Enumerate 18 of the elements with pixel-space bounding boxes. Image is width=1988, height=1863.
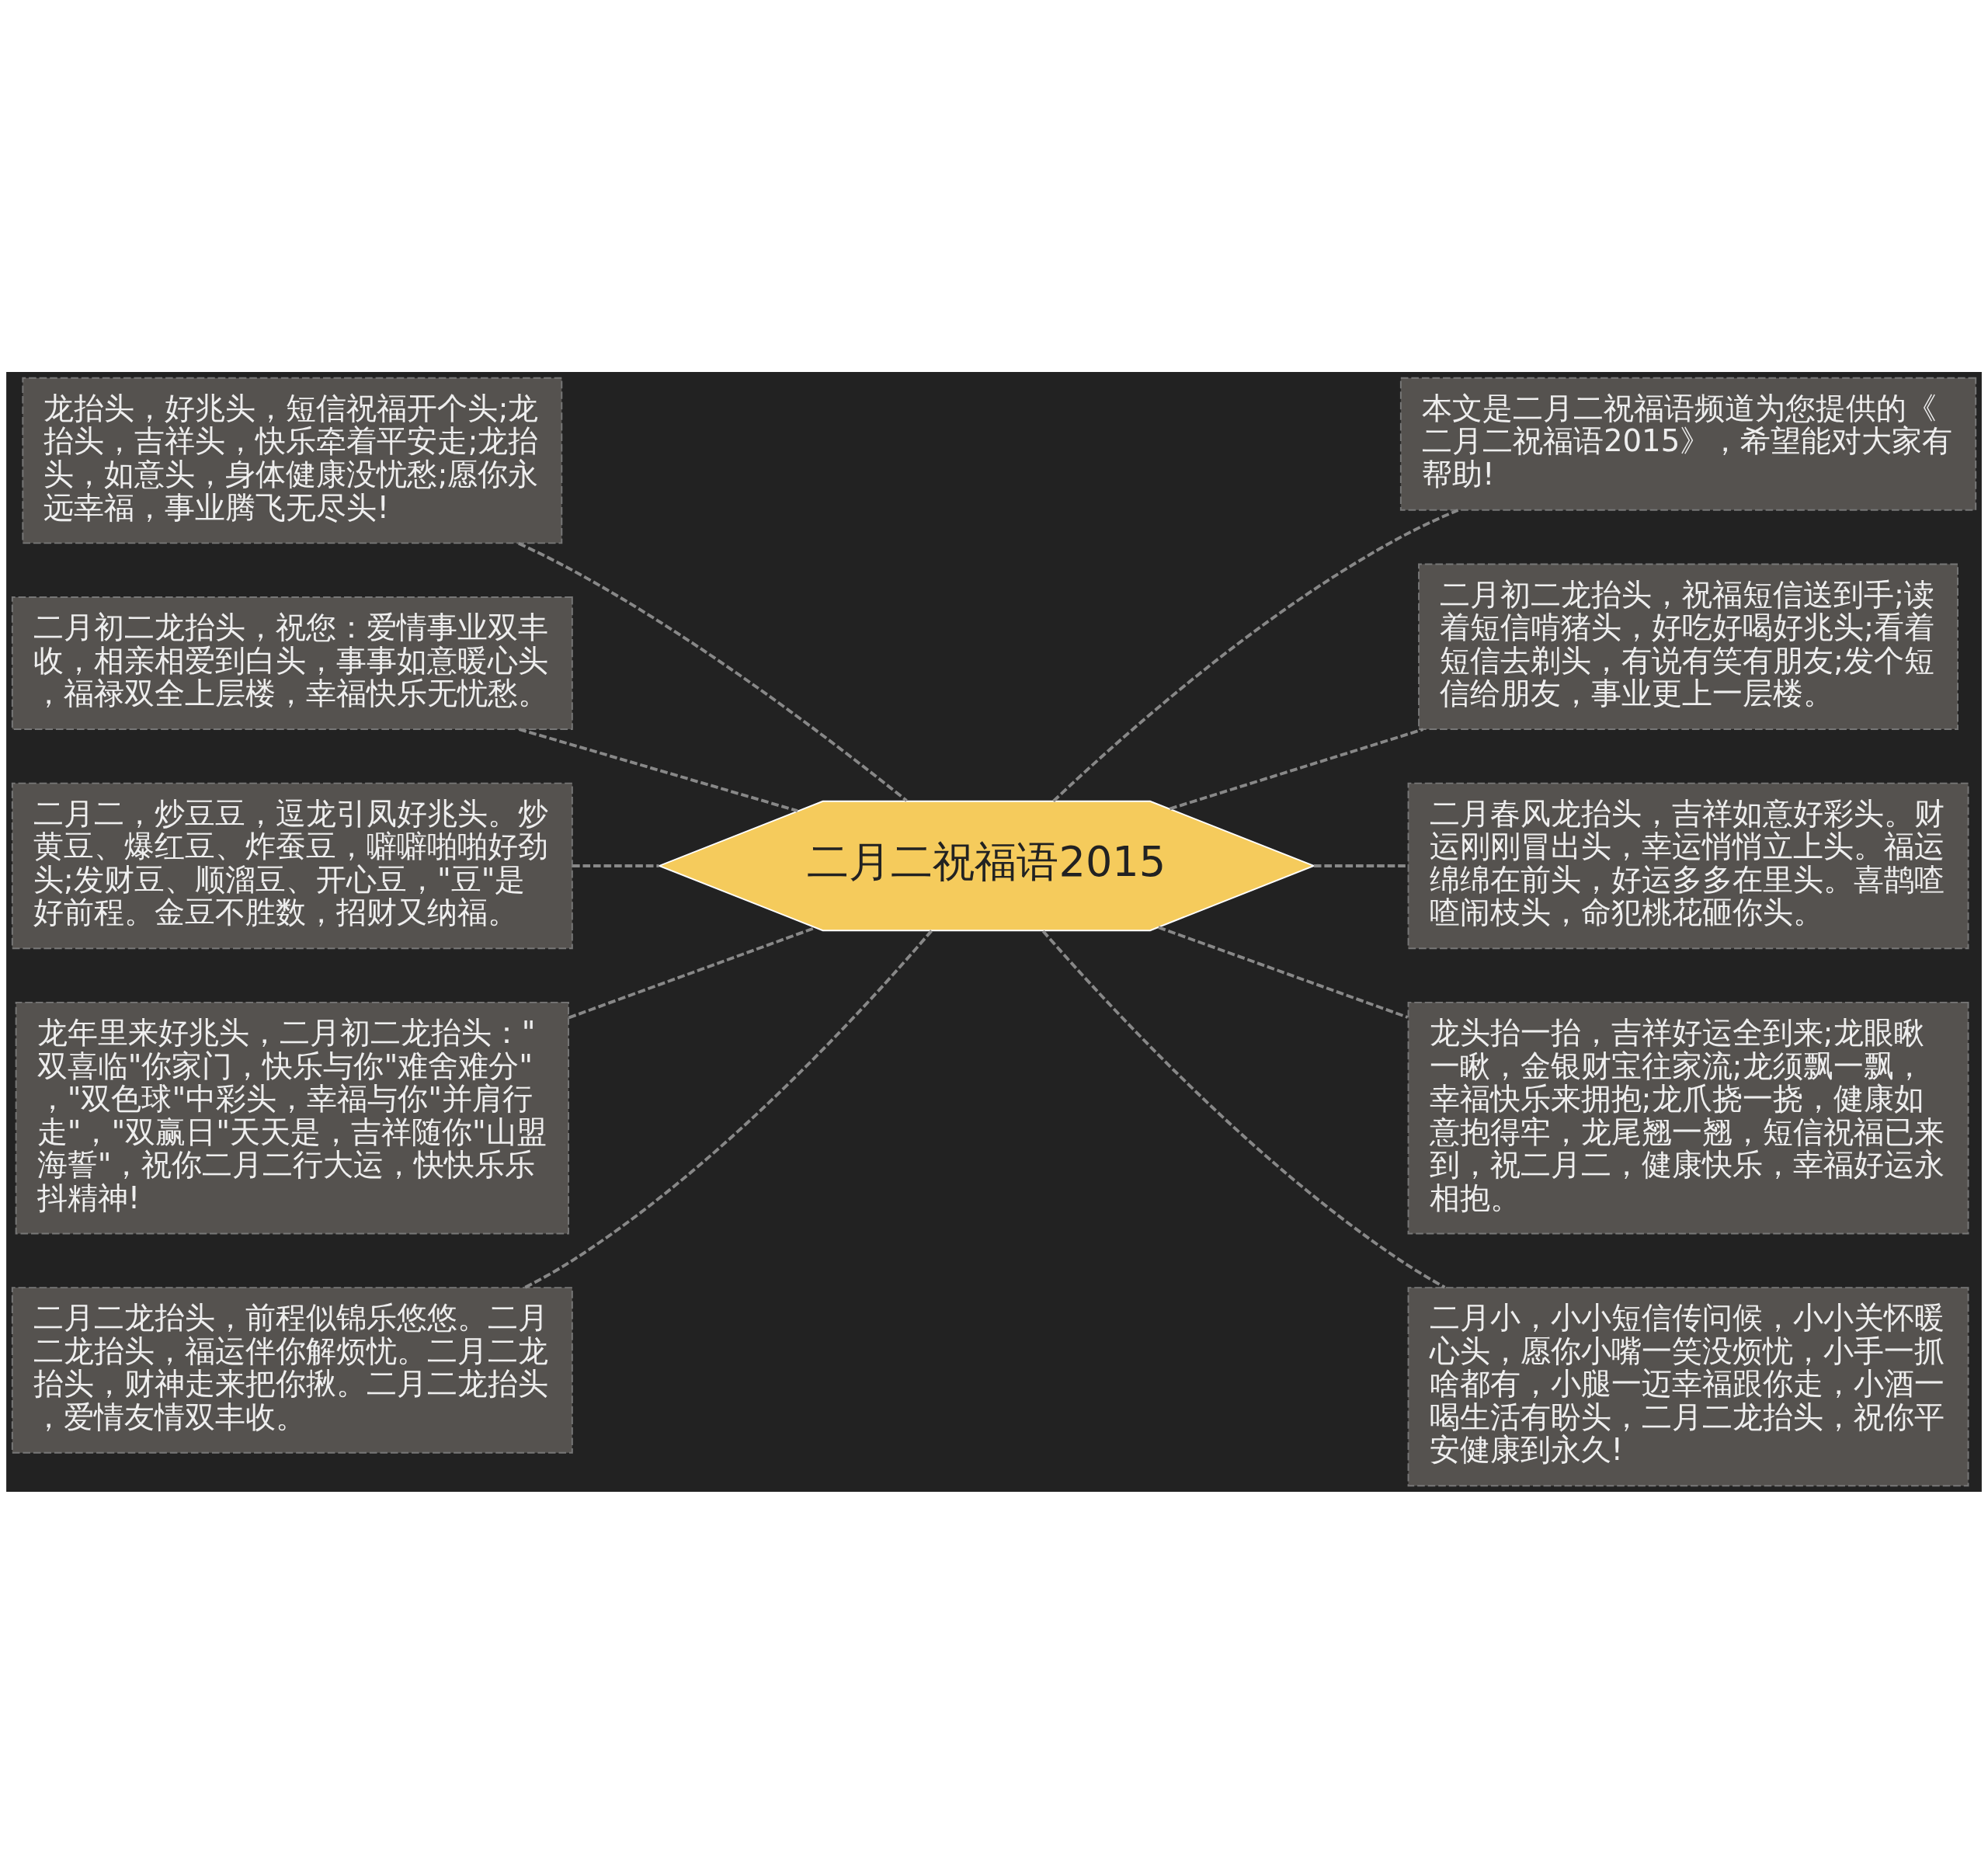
node-box: 龙头抬一抬，吉祥好运全到来;龙眼瞅一瞅，金银财宝往家流;龙须飘一飘，幸福快乐来拥抱;龙爪挠一挠，健康如意抱得牢，龙尾翘一翘，短信祝福已来到，祝二月二，健康快乐，幸福好运永相抱。 bbox=[1407, 1001, 1969, 1234]
node-box: 二月初二龙抬头，祝福短信送到手;读着短信啃猪头，好吃好喝好兆头;看着短信去剃头，有说有笑有朋友;发个短信给朋友，事业更上一层楼。 bbox=[1418, 562, 1958, 730]
node-box: 二月二，炒豆豆，逗龙引凤好兆头。炒黄豆、爆红豆、炸蚕豆，噼噼啪啪好劲头;发财豆、顺溜豆、开心豆，"豆"是好前程。金豆不胜数，招财又纳福。 bbox=[11, 782, 573, 949]
connector bbox=[1052, 508, 1459, 802]
node-box: 二月小，小小短信传问候，小小关怀暖心头，愿你小嘴一笑没烦忧，小手一抓啥都有，小腿一迈幸福跟你走，小酒一喝生活有盼头，二月二龙抬头，祝你平安健康到永久! bbox=[1407, 1286, 1969, 1486]
connector bbox=[1041, 930, 1446, 1288]
connector bbox=[1169, 727, 1423, 810]
node-box: 二月春风龙抬头，吉祥如意好彩头。财运刚刚冒出头，幸运悄悄立上头。福运绵绵在前头，好运多多在里头。喜鹊喳喳闹枝头，命犯桃花砸你头。 bbox=[1407, 782, 1969, 949]
connector bbox=[1158, 925, 1409, 1019]
connector bbox=[518, 541, 908, 802]
connector bbox=[524, 929, 933, 1288]
node-box: 二月二龙抬头，前程似锦乐悠悠。二月二龙抬头，福运伴你解烦忧。二月二龙抬头，财神走来把你揪。二月二龙抬头，爱情友情双丰收。 bbox=[11, 1286, 573, 1454]
connector bbox=[572, 864, 659, 867]
connector bbox=[518, 727, 798, 812]
node-box: 本文是二月二祝福语频道为您提供的《二月二祝福语2015》，希望能对大家有帮助! bbox=[1399, 377, 1977, 511]
node-box: 龙抬头，好兆头，短信祝福开个头;龙抬头，吉祥头，快乐牵着平安走;龙抬头，如意头，身体健康没忧愁;愿你永远幸福，事业腾飞无尽头! bbox=[22, 377, 563, 544]
node-box: 二月初二龙抬头，祝您：爱情事业双丰收，相亲相爱到白头，事事如意暖心头，福禄双全上层楼，幸福快乐无忧愁。 bbox=[11, 596, 573, 730]
node-box: 龙年里来好兆头，二月初二龙抬头："双喜临"你家门，快乐与你"难舍难分"，"双色球"中彩头，幸福与你"并肩行走"，"双赢日"天天是，吉祥随你"山盟海誓"，祝你二月二行大运，快快乐乐抖精神! bbox=[15, 1001, 569, 1234]
